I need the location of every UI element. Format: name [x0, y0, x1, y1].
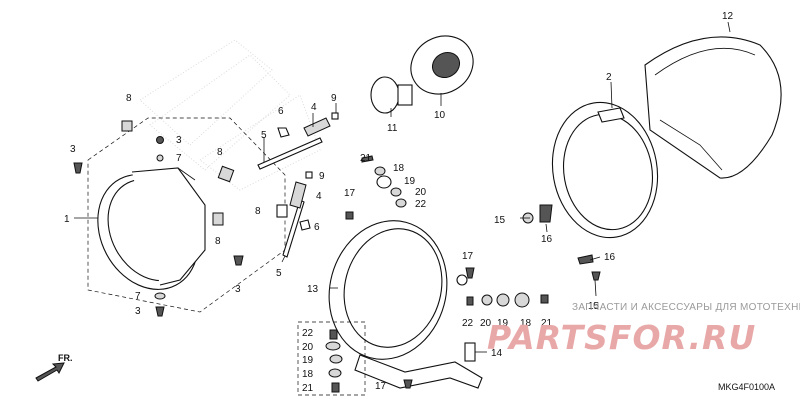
- callout-c2: 2: [606, 72, 612, 83]
- callout-c20a: 20: [415, 187, 427, 198]
- nut-part-17b: [465, 267, 475, 279]
- callout-c15b: 15: [588, 301, 600, 312]
- callout-c22c: 22: [302, 328, 314, 339]
- case-boss: [456, 274, 468, 286]
- callout-c21a: 21: [360, 153, 372, 164]
- headlight-case-part-13: [328, 220, 483, 389]
- callout-c9b: 9: [319, 171, 325, 182]
- callout-c3a: 3: [70, 144, 76, 155]
- callout-c20b: 20: [480, 318, 492, 329]
- callout-c18a: 18: [393, 163, 405, 174]
- callout-c1: 1: [64, 214, 70, 225]
- callout-c15a: 15: [494, 215, 506, 226]
- grommet-part-15b: [591, 271, 601, 281]
- callout-c19a: 19: [404, 176, 416, 187]
- screw-part-3c: [233, 255, 244, 266]
- front-arrow-icon: [35, 362, 65, 382]
- callout-c9a: 9: [331, 93, 337, 104]
- hardware-stack-middle: [345, 155, 407, 220]
- callout-c5b: 5: [276, 268, 282, 279]
- clip-part-8d: [276, 204, 288, 218]
- clip-part-8a: [121, 120, 133, 132]
- callout-c7b: 7: [135, 291, 141, 302]
- callout-c16a: 16: [541, 234, 553, 245]
- bolt-part-14: [464, 342, 476, 362]
- screw-part-3a: [156, 136, 164, 144]
- callout-c22a: 22: [415, 199, 427, 210]
- hardware-row-right: [464, 292, 549, 362]
- spring-part-4a: [303, 117, 331, 137]
- callout-c11: 11: [387, 123, 398, 134]
- nut-part-17c: [403, 379, 413, 389]
- screw-part-3d: [155, 306, 165, 317]
- callout-c18c: 18: [302, 369, 314, 380]
- nut-part-7b: [154, 292, 166, 300]
- adjust-screw-5a: [257, 137, 323, 170]
- watermark-logo: PARTSFOR.RU: [487, 318, 757, 357]
- bulb-part-11: [370, 76, 400, 114]
- callout-c10: 10: [434, 110, 446, 121]
- callout-c12: 12: [722, 11, 734, 22]
- headlight-unit: [87, 117, 286, 313]
- dust-cover-inner: [431, 51, 461, 79]
- callout-c4b: 4: [316, 191, 322, 202]
- callout-c7a: 7: [176, 153, 182, 164]
- clip-part-8b: [217, 165, 235, 183]
- clip-part-16a: [539, 204, 553, 223]
- front-direction-label: FR.: [58, 353, 73, 363]
- callout-c4a: 4: [311, 102, 317, 113]
- callout-c17c: 17: [375, 381, 387, 392]
- spring-clip-9a: [331, 112, 339, 120]
- callout-c17a: 17: [344, 188, 356, 199]
- clip-part-8c: [212, 212, 224, 226]
- hardware-column-bottom: [297, 267, 475, 396]
- spring-part-4b: [289, 181, 307, 209]
- callout-c19c: 19: [302, 355, 314, 366]
- callout-c18b: 18: [520, 318, 532, 329]
- bulb-and-cover: [370, 35, 474, 114]
- callout-c14: 14: [491, 348, 503, 359]
- adjust-screw-5b: [282, 199, 305, 258]
- bulb-base: [397, 84, 413, 106]
- callout-c20c: 20: [302, 342, 314, 353]
- callout-c6a: 6: [278, 106, 284, 117]
- callout-c3b: 3: [176, 135, 182, 146]
- small-parts-right: [522, 204, 601, 281]
- callout-c3c: 3: [235, 284, 241, 295]
- callout-c22b: 22: [462, 318, 474, 329]
- callout-c8a: 8: [126, 93, 132, 104]
- diagram-code: MKG4F0100A: [718, 382, 776, 392]
- honda-wing-watermark: [139, 39, 321, 191]
- leader-lines: [74, 21, 731, 353]
- callout-c21c: 21: [302, 383, 314, 394]
- callout-c21b: 21: [541, 318, 553, 329]
- case-stay: [354, 354, 483, 389]
- cover-part-12: [644, 36, 782, 179]
- callout-c3d: 3: [135, 306, 141, 317]
- callout-labels: 1 2 3 3 3 3 4 4 5 5 6 6 7 7 8 8 8 8 9 9 …: [64, 11, 734, 394]
- rim-part-2: [551, 101, 659, 239]
- callout-c8d: 8: [255, 206, 261, 217]
- callout-c19b: 19: [497, 318, 509, 329]
- spring-clip-9b: [305, 171, 313, 179]
- small-parts-left: [73, 112, 339, 317]
- screw-part-3b: [73, 162, 83, 174]
- nut-part-6b: [299, 219, 311, 231]
- callout-c16b: 16: [604, 252, 616, 263]
- callout-c6b: 6: [314, 222, 320, 233]
- nut-part-6a: [277, 127, 290, 138]
- callout-c17b: 17: [462, 251, 474, 262]
- clip-part-16b: [577, 254, 594, 265]
- callout-c8b: 8: [217, 147, 223, 158]
- callout-c5a: 5: [261, 130, 267, 141]
- callout-c13: 13: [307, 284, 319, 295]
- nut-part-7a: [156, 154, 164, 162]
- callout-c8c: 8: [215, 236, 221, 247]
- rim-tab: [597, 107, 625, 123]
- watermark-caption: ЗАПЧАСТИ И АКСЕССУАРЫ ДЛЯ МОТОТЕХНИКИ: [572, 302, 800, 313]
